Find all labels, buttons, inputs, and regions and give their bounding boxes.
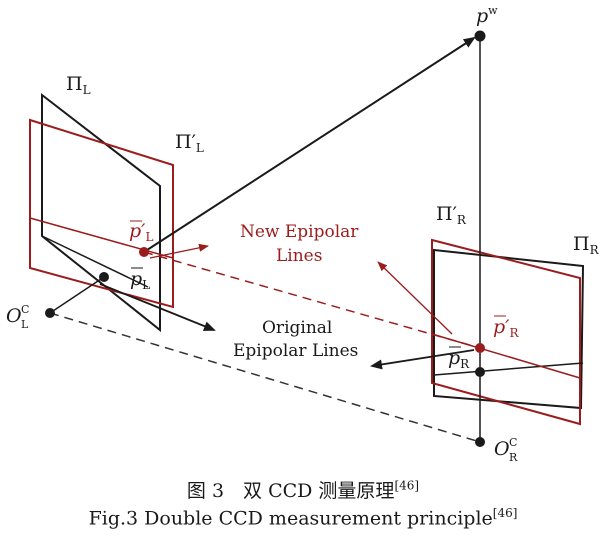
right-rectified-point <box>475 343 485 353</box>
caption-cn-text: 图 3 双 CCD 测量原理 <box>186 480 395 502</box>
left-projection-ray <box>49 276 105 314</box>
left-camera-center-label: O <box>6 305 22 327</box>
left-camera-center-sub: L <box>21 318 29 331</box>
original-epipolar-label-line2: Epipolar Lines <box>233 341 358 361</box>
left-original-point-label: pL <box>130 268 150 292</box>
original-epipolar-arrow-right <box>370 349 475 370</box>
left-new-epipolar-line <box>29 217 174 259</box>
right-rectified-point-label: p′R <box>493 316 519 340</box>
right-original-point-label: pR <box>448 347 470 371</box>
new-epipolar-arrow-left <box>149 243 209 259</box>
world-point-label: pw <box>476 4 498 27</box>
right-camera-center <box>475 437 485 447</box>
right-plane-label: ΠR <box>573 233 600 257</box>
right-rectified-plane <box>431 238 581 426</box>
right-camera-center-label: O <box>494 438 510 460</box>
new-epipolar-label-line2: Lines <box>276 246 322 266</box>
new-epipolar-arrow-right <box>377 261 453 335</box>
new-epipolar-label-line1: New Epipolar <box>240 222 359 242</box>
right-camera-center-sub: R <box>509 451 518 464</box>
left-ray-to-world <box>143 36 476 253</box>
right-original-point <box>475 367 485 377</box>
left-image-plane <box>41 92 161 333</box>
original-epipolar-label-line1: Original <box>262 318 332 338</box>
left-rectified-point-label: p′L <box>129 220 153 244</box>
figure-caption-chinese: 图 3 双 CCD 测量原理[46] <box>0 476 606 503</box>
figure-caption-english: Fig.3 Double CCD measurement principle[4… <box>0 506 606 529</box>
original-epipolar-arrow-left <box>99 283 216 331</box>
right-original-epipolar-line <box>433 362 584 376</box>
right-rectified-plane-label: Π′R <box>436 203 467 227</box>
left-camera-center-sup: C <box>21 303 29 316</box>
right-new-epipolar-line <box>431 333 581 379</box>
left-original-point <box>99 272 109 282</box>
left-original-epipolar-line <box>41 235 149 288</box>
world-point <box>474 30 486 42</box>
left-plane-label: ΠL <box>66 73 91 97</box>
right-camera-center-sup: C <box>509 436 517 449</box>
caption-en-text: Fig.3 Double CCD measurement principle <box>88 507 493 530</box>
rectified-correspondence-dashed <box>143 251 481 349</box>
left-rectified-plane-label: Π′L <box>175 131 204 155</box>
caption-cn-ref: [46] <box>394 478 420 493</box>
caption-en-ref: [46] <box>492 506 518 520</box>
left-camera-center <box>45 308 55 318</box>
left-rectified-point <box>139 247 149 257</box>
